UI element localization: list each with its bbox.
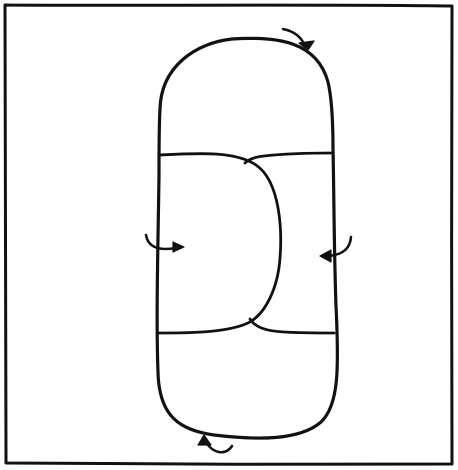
bottom-arrowhead — [198, 435, 211, 445]
right-arrowhead — [320, 250, 331, 262]
left-curved-arrow — [146, 235, 176, 249]
rounded-capsule-outline — [157, 38, 337, 438]
outer-square-frame — [5, 5, 452, 464]
left-arrowhead — [173, 242, 184, 252]
right-inset-panel-bottom — [250, 319, 334, 333]
right-inset-panel-top — [245, 153, 333, 163]
